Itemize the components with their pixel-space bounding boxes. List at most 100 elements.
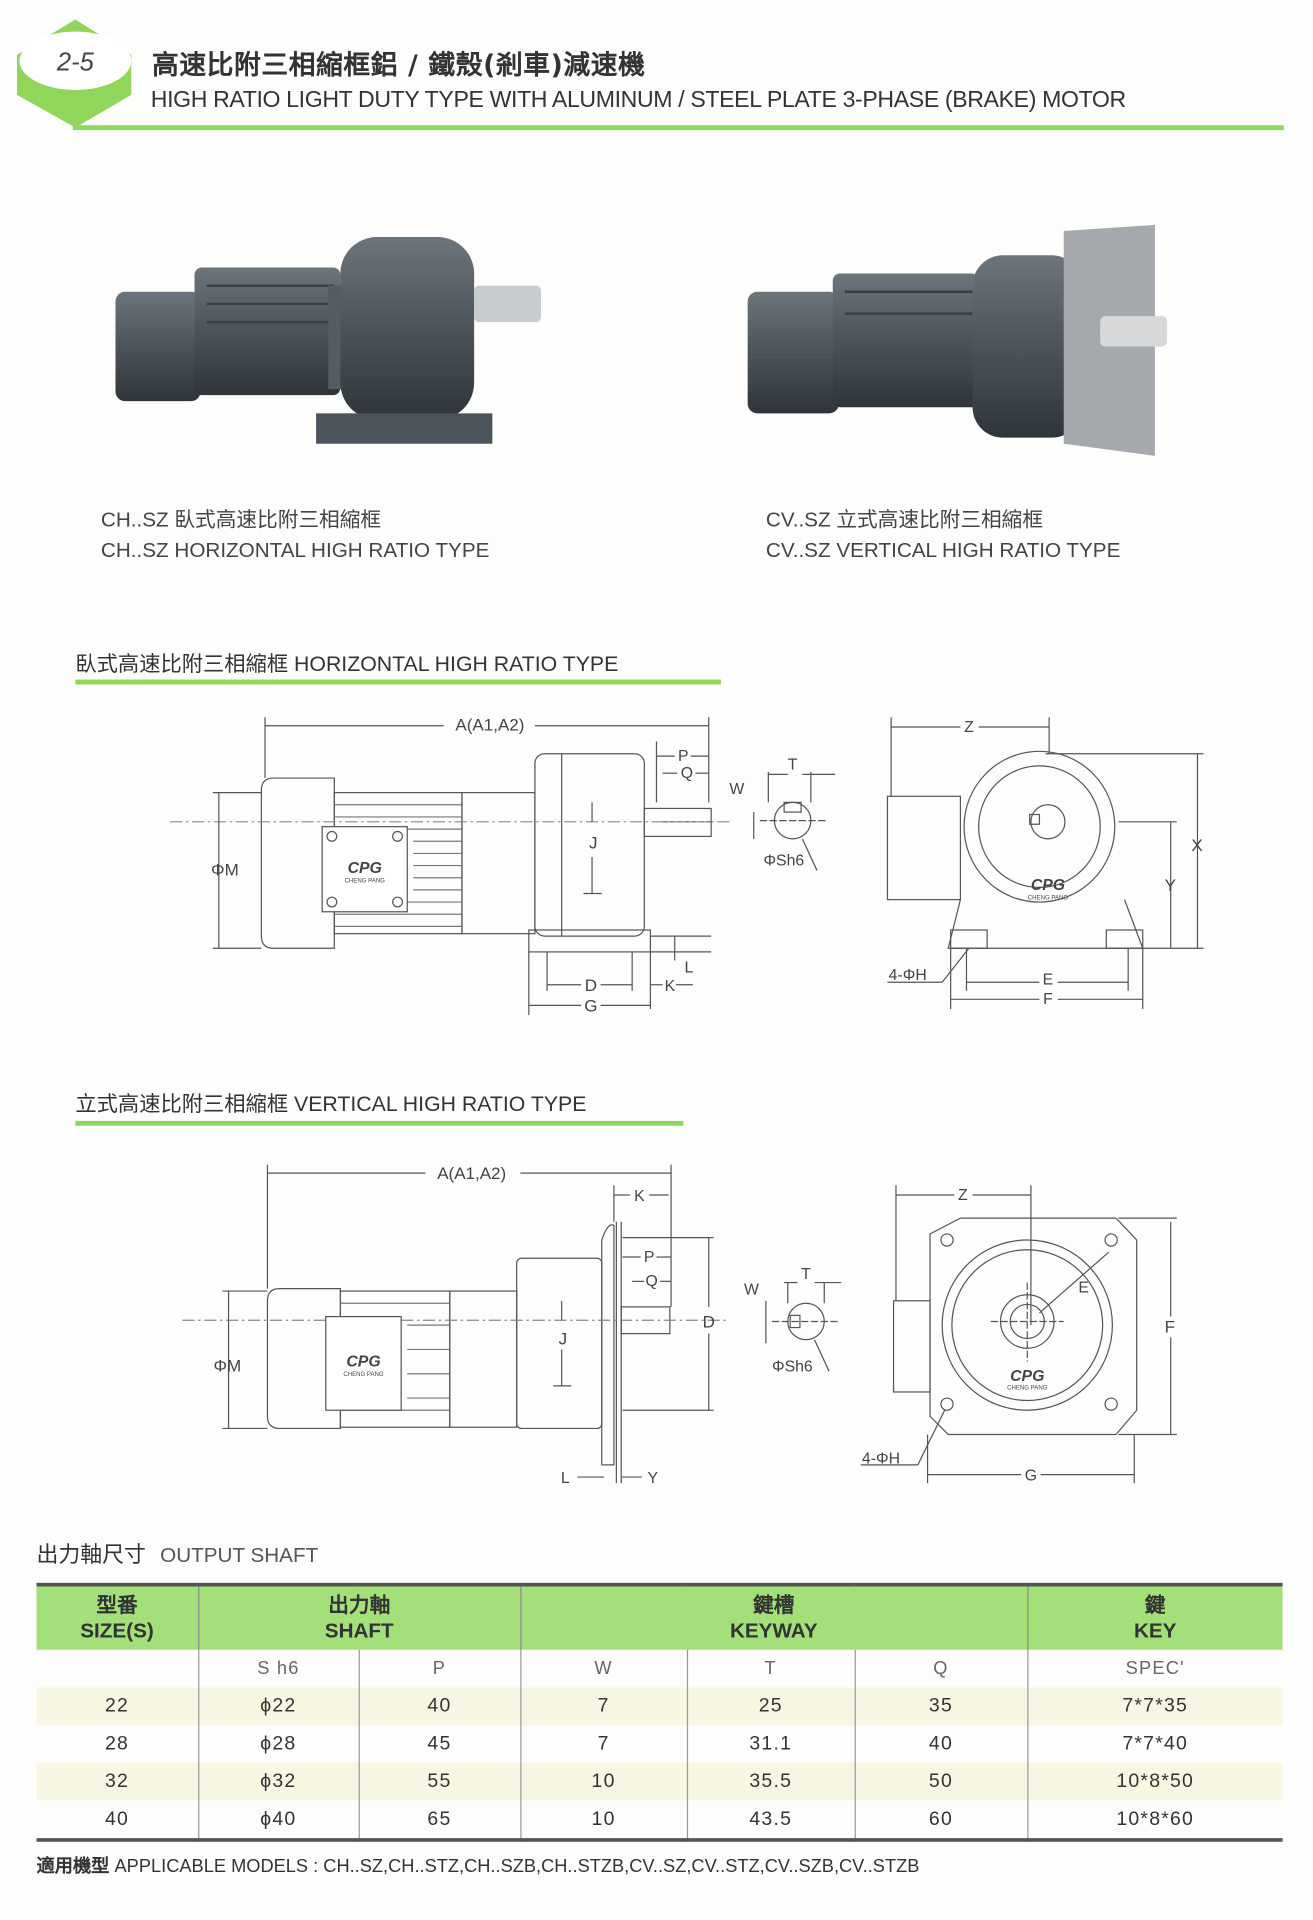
page-title-cn: 高速比附三相縮框鋁 / 鐵殼(剎車)減速機 [151,51,646,82]
dim-label-k: K [634,1188,645,1205]
applicable-models-label: 適用機型 [36,1856,110,1878]
dim-label-f: F [1043,991,1053,1008]
page-title-en: HIGH RATIO LIGHT DUTY TYPE WITH ALUMINUM… [150,87,1126,114]
horizontal-side-view: A(A1,A2) CPG CHENG PANG ΦM J [170,716,730,1015]
cpg-logo: CPG [348,860,382,877]
table-cell: 7 [519,1725,687,1763]
table-cell: 25 [686,1687,855,1726]
caption-cn: CV..SZ 立式高速比附三相縮框 [765,508,1044,532]
dim-label-sh6: ΦSh6 [763,853,804,870]
dim-label-l: L [684,960,693,977]
table-cell: 10*8*60 [1026,1800,1283,1840]
dim-label-y: Y [1165,876,1176,895]
section-badge: 2-5 [17,19,1284,131]
vertical-motor-photo [747,224,1168,456]
vertical-end-view: Z E CPG CHENG PANG F G 4-ΦH [860,1185,1177,1485]
dim-label-p: P [678,748,689,765]
dim-label-a: A(A1,A2) [455,716,524,735]
dim-label-e: E [1043,972,1054,989]
section-underline [75,679,721,685]
section-number: 2-5 [56,49,95,77]
output-shaft-title: 出力軸尺寸 OUTPUT SHAFT [36,1538,318,1570]
cpg-logo-sub: CHENG PANG [1028,896,1069,902]
table-cell: 55 [358,1762,521,1801]
table-cell: ϕ32 [197,1762,359,1801]
table-cell: 7*7*40 [1026,1725,1283,1763]
dim-label-q: Q [681,765,693,782]
table-cell: 35 [854,1687,1028,1726]
cpg-logo: CPG [346,1353,380,1370]
dim-label-sh6: ΦSh6 [772,1358,813,1375]
output-shaft-title-cn: 出力軸尺寸 [36,1542,146,1569]
dim-label-a: A(A1,A2) [437,1164,506,1183]
dim-label-d: D [585,976,597,995]
table-cell: 45 [358,1725,521,1763]
applicable-models-text: APPLICABLE MODELS : CH..SZ,CH..STZ,CH..S… [114,1856,920,1878]
table-cell: 40 [854,1725,1028,1763]
table-cell: 28 [104,1732,130,1754]
table-cell: ϕ22 [197,1687,359,1726]
table-cell: 50 [854,1762,1028,1801]
dim-label-h: 4-ΦH [889,967,927,984]
table-cell: 31.1 [686,1725,855,1763]
table-cell: ϕ28 [197,1725,359,1763]
table-cell: 40 [104,1808,130,1830]
dim-label-x: X [1191,836,1202,855]
caption-en: CH..SZ HORIZONTAL HIGH RATIO TYPE [100,538,490,562]
dim-label-w: W [744,1282,759,1299]
horizontal-shaft-section: W T ΦSh6 [729,757,836,871]
section-title-vertical: 立式高速比附三相縮框 VERTICAL HIGH RATIO TYPE [75,1091,587,1117]
product-caption-vertical: CV..SZ 立式高速比附三相縮框 CV..SZ VERTICAL HIGH R… [766,505,1120,566]
table-cell: 32 [36,1762,199,1801]
dim-label-y: Y [648,1470,659,1487]
dim-label-f: F [1165,1317,1175,1336]
caption-en: CV..SZ VERTICAL HIGH RATIO TYPE [765,538,1121,562]
dim-label-j: J [559,1330,568,1349]
table-cell: ϕ40 [197,1800,359,1840]
cpg-logo-sub: CHENG PANG [1007,1386,1048,1392]
dim-label-l: L [561,1470,570,1487]
output-shaft-title-en: OUTPUT SHAFT [160,1543,319,1568]
table-cell: 40 [358,1687,521,1726]
cpg-logo: CPG [1010,1368,1044,1385]
horizontal-end-view: Z CPG CHENG PANG X Y E F 4-ΦH [886,717,1204,1010]
table-cell: 60 [854,1800,1028,1840]
cpg-logo: CPG [1031,877,1065,894]
table-cell: 22 [36,1687,199,1726]
section-title-horizontal: 臥式高速比附三相縮框 HORIZONTAL HIGH RATIO TYPE [75,651,619,676]
table-cell: 35.5 [686,1762,855,1801]
caption-cn: CH..SZ 臥式高速比附三相縮框 [100,508,382,532]
vertical-side-view: A(A1,A2) CPG CHENG PANG ΦM J K P Q [182,1164,730,1487]
dim-label-m: ΦM [211,860,239,879]
cpg-logo-sub: CHENG PANG [345,879,386,885]
table-cell: 10 [519,1762,687,1801]
table-cell: 7 [519,1687,687,1726]
dim-label-g: G [1025,1468,1037,1485]
dim-label-p: P [644,1249,655,1266]
applicable-models: 適用機型 APPLICABLE MODELS : CH..SZ,CH..STZ,… [36,1853,919,1879]
table-cell: 10 [519,1800,687,1840]
dim-label-e: E [1078,1279,1089,1296]
dim-label-t: T [801,1266,811,1283]
dim-label-d: D [703,1313,715,1332]
vertical-shaft-section: W T ΦSh6 [744,1266,842,1375]
dim-label-j: J [589,834,598,853]
product-caption-horizontal: CH..SZ 臥式高速比附三相縮框 CH..SZ HORIZONTAL HIGH… [101,505,490,566]
dim-label-g: G [584,996,597,1015]
dim-label-q: Q [645,1273,657,1290]
table-cell: 10*8*50 [1026,1762,1283,1801]
horizontal-motor-photo [115,237,541,444]
dim-label-z: Z [958,1187,968,1204]
